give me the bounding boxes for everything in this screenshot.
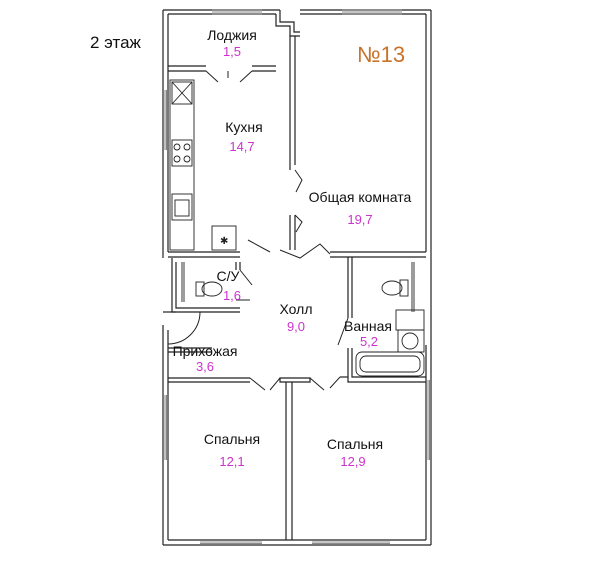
gas-riser-icon: ✱ [220,236,228,247]
kitchen-fixtures [169,79,237,251]
floor-label: 2 этаж [90,33,142,52]
room-name-hall: Холл [280,301,313,317]
room-name-bedroom1: Спальня [204,431,260,447]
room-area-entry: 3,6 [196,359,214,374]
apartment-number: №13 [357,42,405,67]
outer-walls [162,9,432,546]
room-name-bedroom2: Спальня [327,436,383,452]
room-area-loggia: 1,5 [223,44,241,59]
room-name-wc: С/У [217,268,240,284]
room-area-bedroom2: 12,9 [340,454,365,469]
room-name-kitchen: Кухня [225,119,262,135]
room-name-living: Общая комната [309,189,412,205]
room-area-bathroom: 5,2 [360,334,378,349]
room-name-loggia: Лоджия [207,27,257,43]
room-name-bathroom: Ванная [344,318,392,334]
room-area-hall: 9,0 [287,319,305,334]
bathroom-fixtures [355,262,425,377]
room-area-wc: 1,6 [223,288,241,303]
room-area-bedroom1: 12,1 [219,454,244,469]
windows [164,9,430,544]
room-area-kitchen: 14,7 [229,139,254,154]
room-name-entry: Прихожая [173,343,238,359]
room-area-living: 19,7 [347,212,372,227]
wc-fixtures [181,262,223,302]
doors [167,70,349,391]
